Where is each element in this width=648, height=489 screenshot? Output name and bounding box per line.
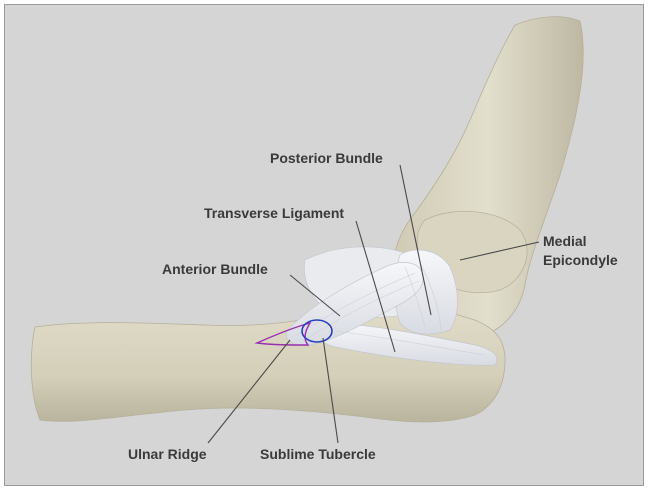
diagram-frame: Posterior Bundle Transverse Ligament Ant… — [4, 4, 644, 486]
sublime-tubercle-label: Sublime Tubercle — [260, 446, 376, 462]
ulnar-ridge-label: Ulnar Ridge — [128, 446, 207, 462]
transverse-ligament-label: Transverse Ligament — [204, 205, 344, 221]
medial-epicondyle-label-line2: Epicondyle — [543, 252, 618, 268]
anterior-bundle-label: Anterior Bundle — [162, 261, 268, 277]
elbow-illustration: Posterior Bundle Transverse Ligament Ant… — [5, 5, 643, 485]
medial-epicondyle-label-line1: Medial — [543, 233, 587, 249]
posterior-bundle-label: Posterior Bundle — [270, 150, 383, 166]
